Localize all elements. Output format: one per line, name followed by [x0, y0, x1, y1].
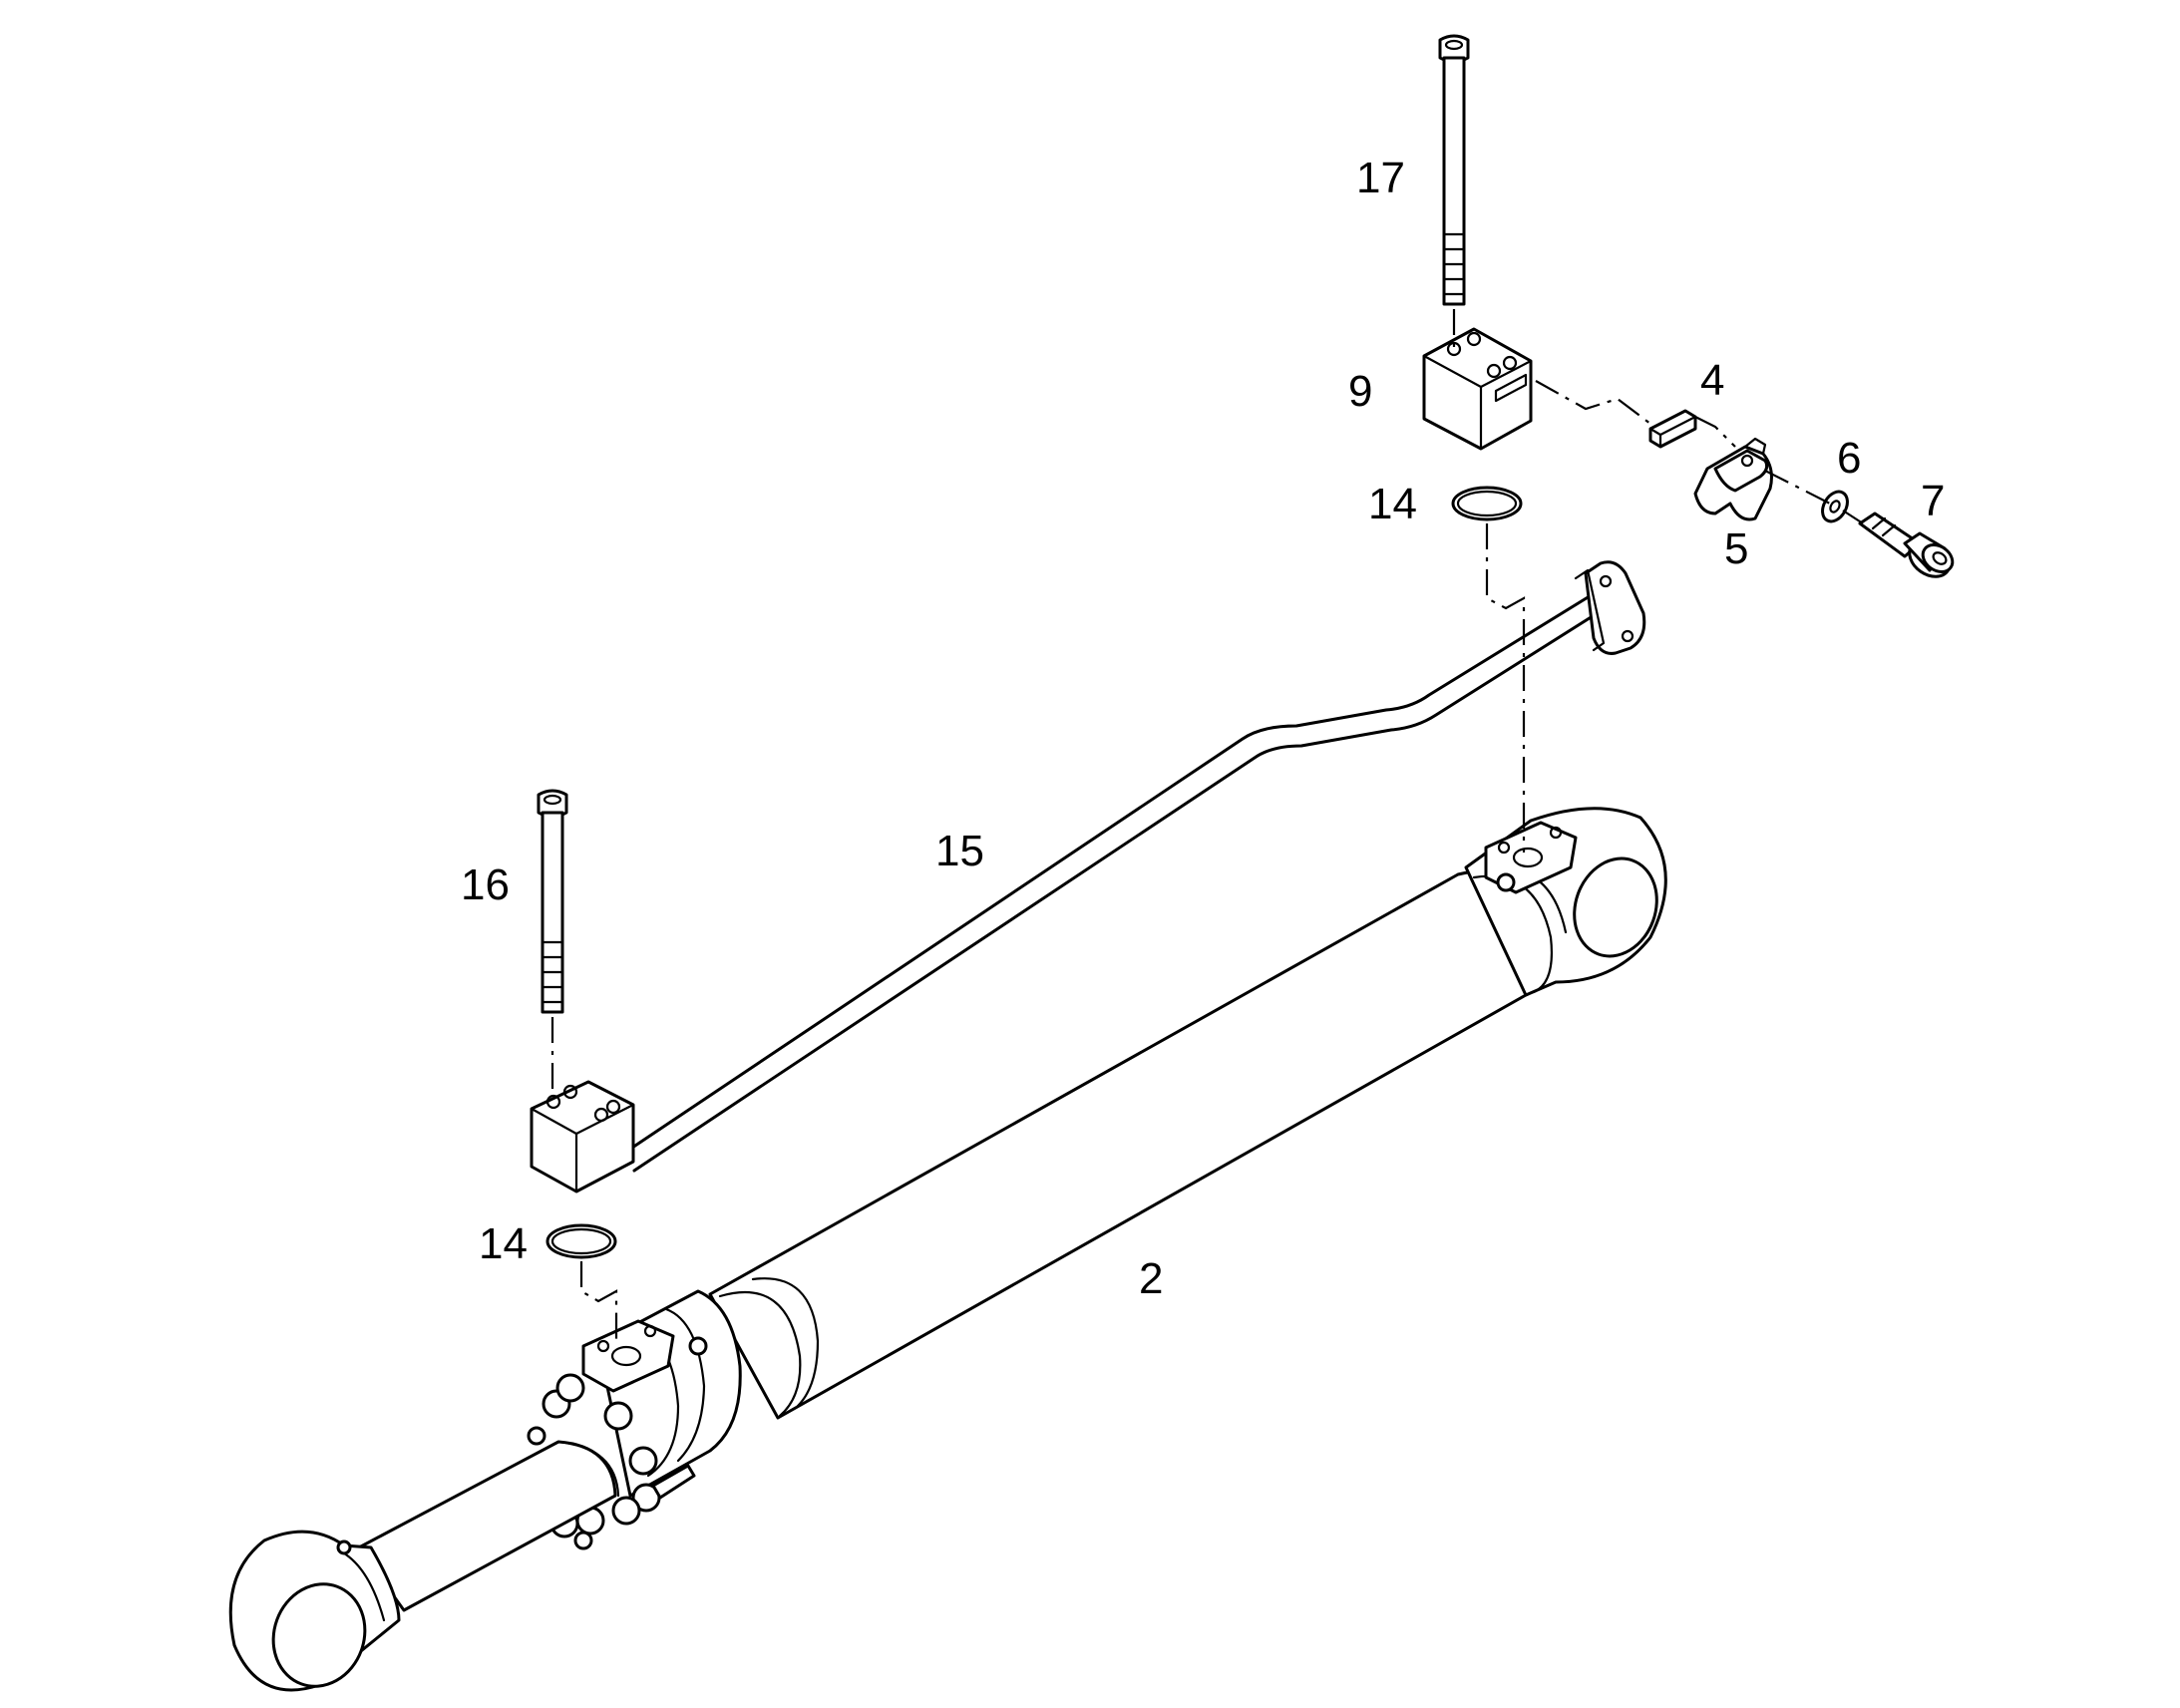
callout-9: 9	[1348, 367, 1372, 416]
clamp-block-icon	[1422, 327, 1533, 451]
callout-5: 5	[1724, 524, 1748, 573]
pipe-icon	[530, 560, 1646, 1194]
callout-14-upper: 14	[1368, 480, 1417, 528]
long-bolt-icon	[1438, 34, 1470, 306]
hydraulic-cylinder-icon	[228, 807, 1667, 1692]
callout-7: 7	[1921, 477, 1945, 525]
o-ring-icon	[545, 1223, 617, 1259]
callout-6: 6	[1837, 434, 1861, 483]
o-ring-icon	[1451, 486, 1523, 521]
head-bolts	[527, 1373, 661, 1550]
pipe-clamp-icon	[1693, 437, 1773, 521]
callout-4: 4	[1700, 356, 1724, 405]
washer-icon	[1821, 490, 1849, 523]
socket-screw-icon	[1858, 512, 1955, 578]
callout-15: 15	[935, 827, 984, 875]
callout-2: 2	[1139, 1254, 1163, 1303]
key-block-icon	[1648, 409, 1697, 449]
callout-17: 17	[1356, 154, 1405, 202]
long-bolt-icon	[537, 789, 568, 1014]
callout-16: 16	[461, 860, 510, 909]
assembly-center-lines	[550, 309, 1864, 1346]
callout-14-lower: 14	[479, 1219, 528, 1268]
